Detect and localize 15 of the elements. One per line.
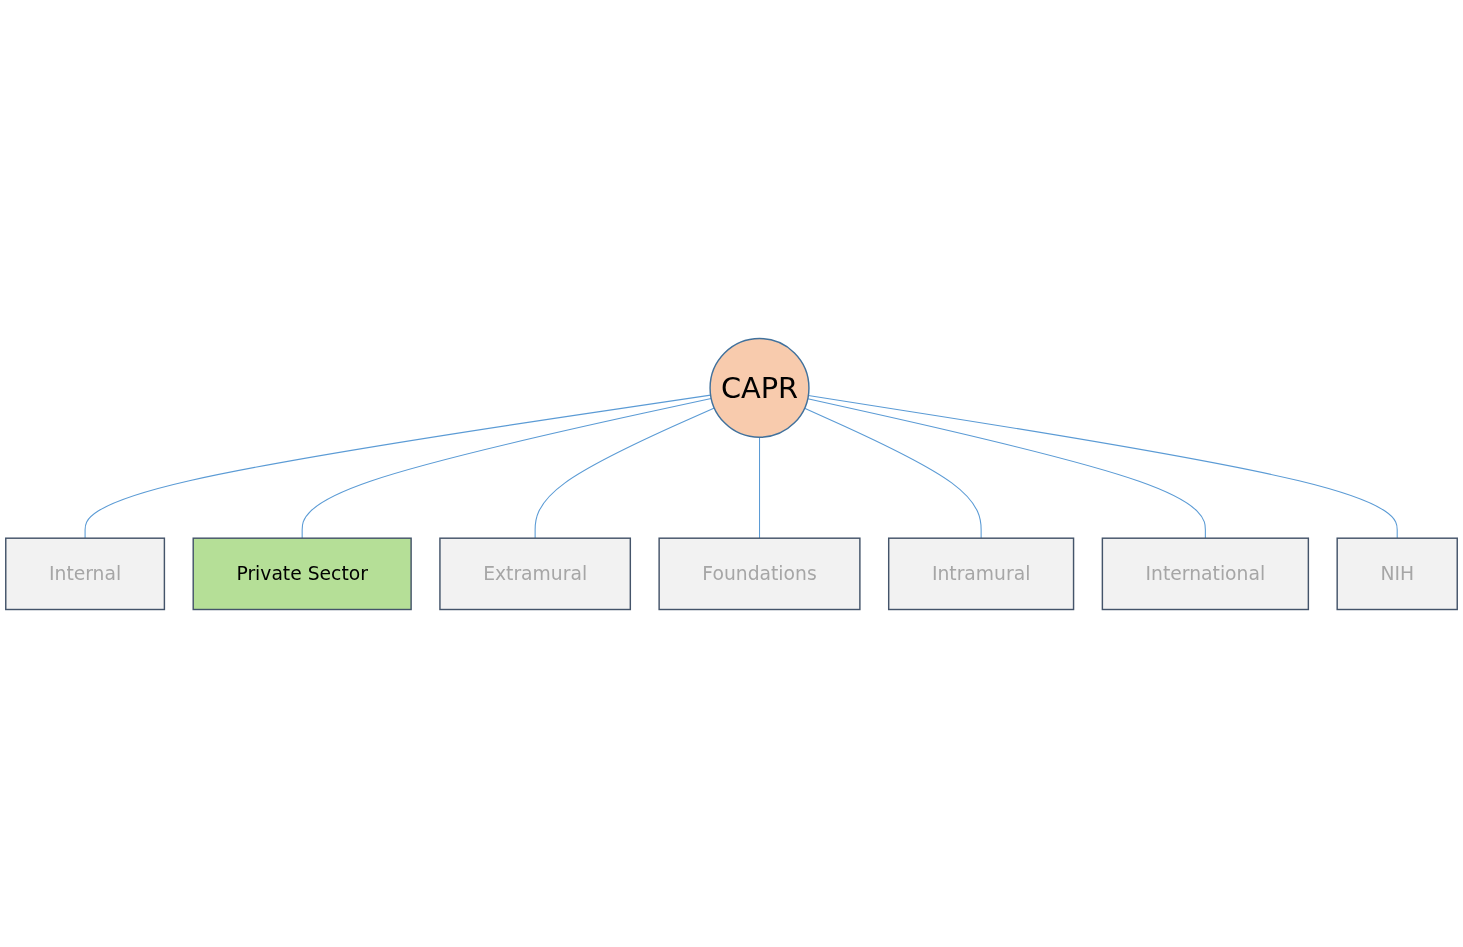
node-box: Extramural — [439, 536, 632, 610]
connector — [807, 397, 1206, 539]
node-circle: CAPR — [709, 337, 810, 438]
node-box: Intramural — [888, 536, 1075, 610]
node-box: International — [1101, 536, 1310, 610]
connector — [301, 397, 712, 539]
node-box: Internal — [5, 536, 166, 610]
connector — [534, 406, 715, 539]
connector — [84, 394, 712, 539]
connector — [758, 436, 761, 539]
node-box: Foundations — [658, 536, 861, 610]
connector — [807, 394, 1398, 539]
node-box: NIH — [1336, 536, 1458, 610]
connector — [804, 407, 982, 539]
node-box: Private Sector — [192, 536, 412, 610]
